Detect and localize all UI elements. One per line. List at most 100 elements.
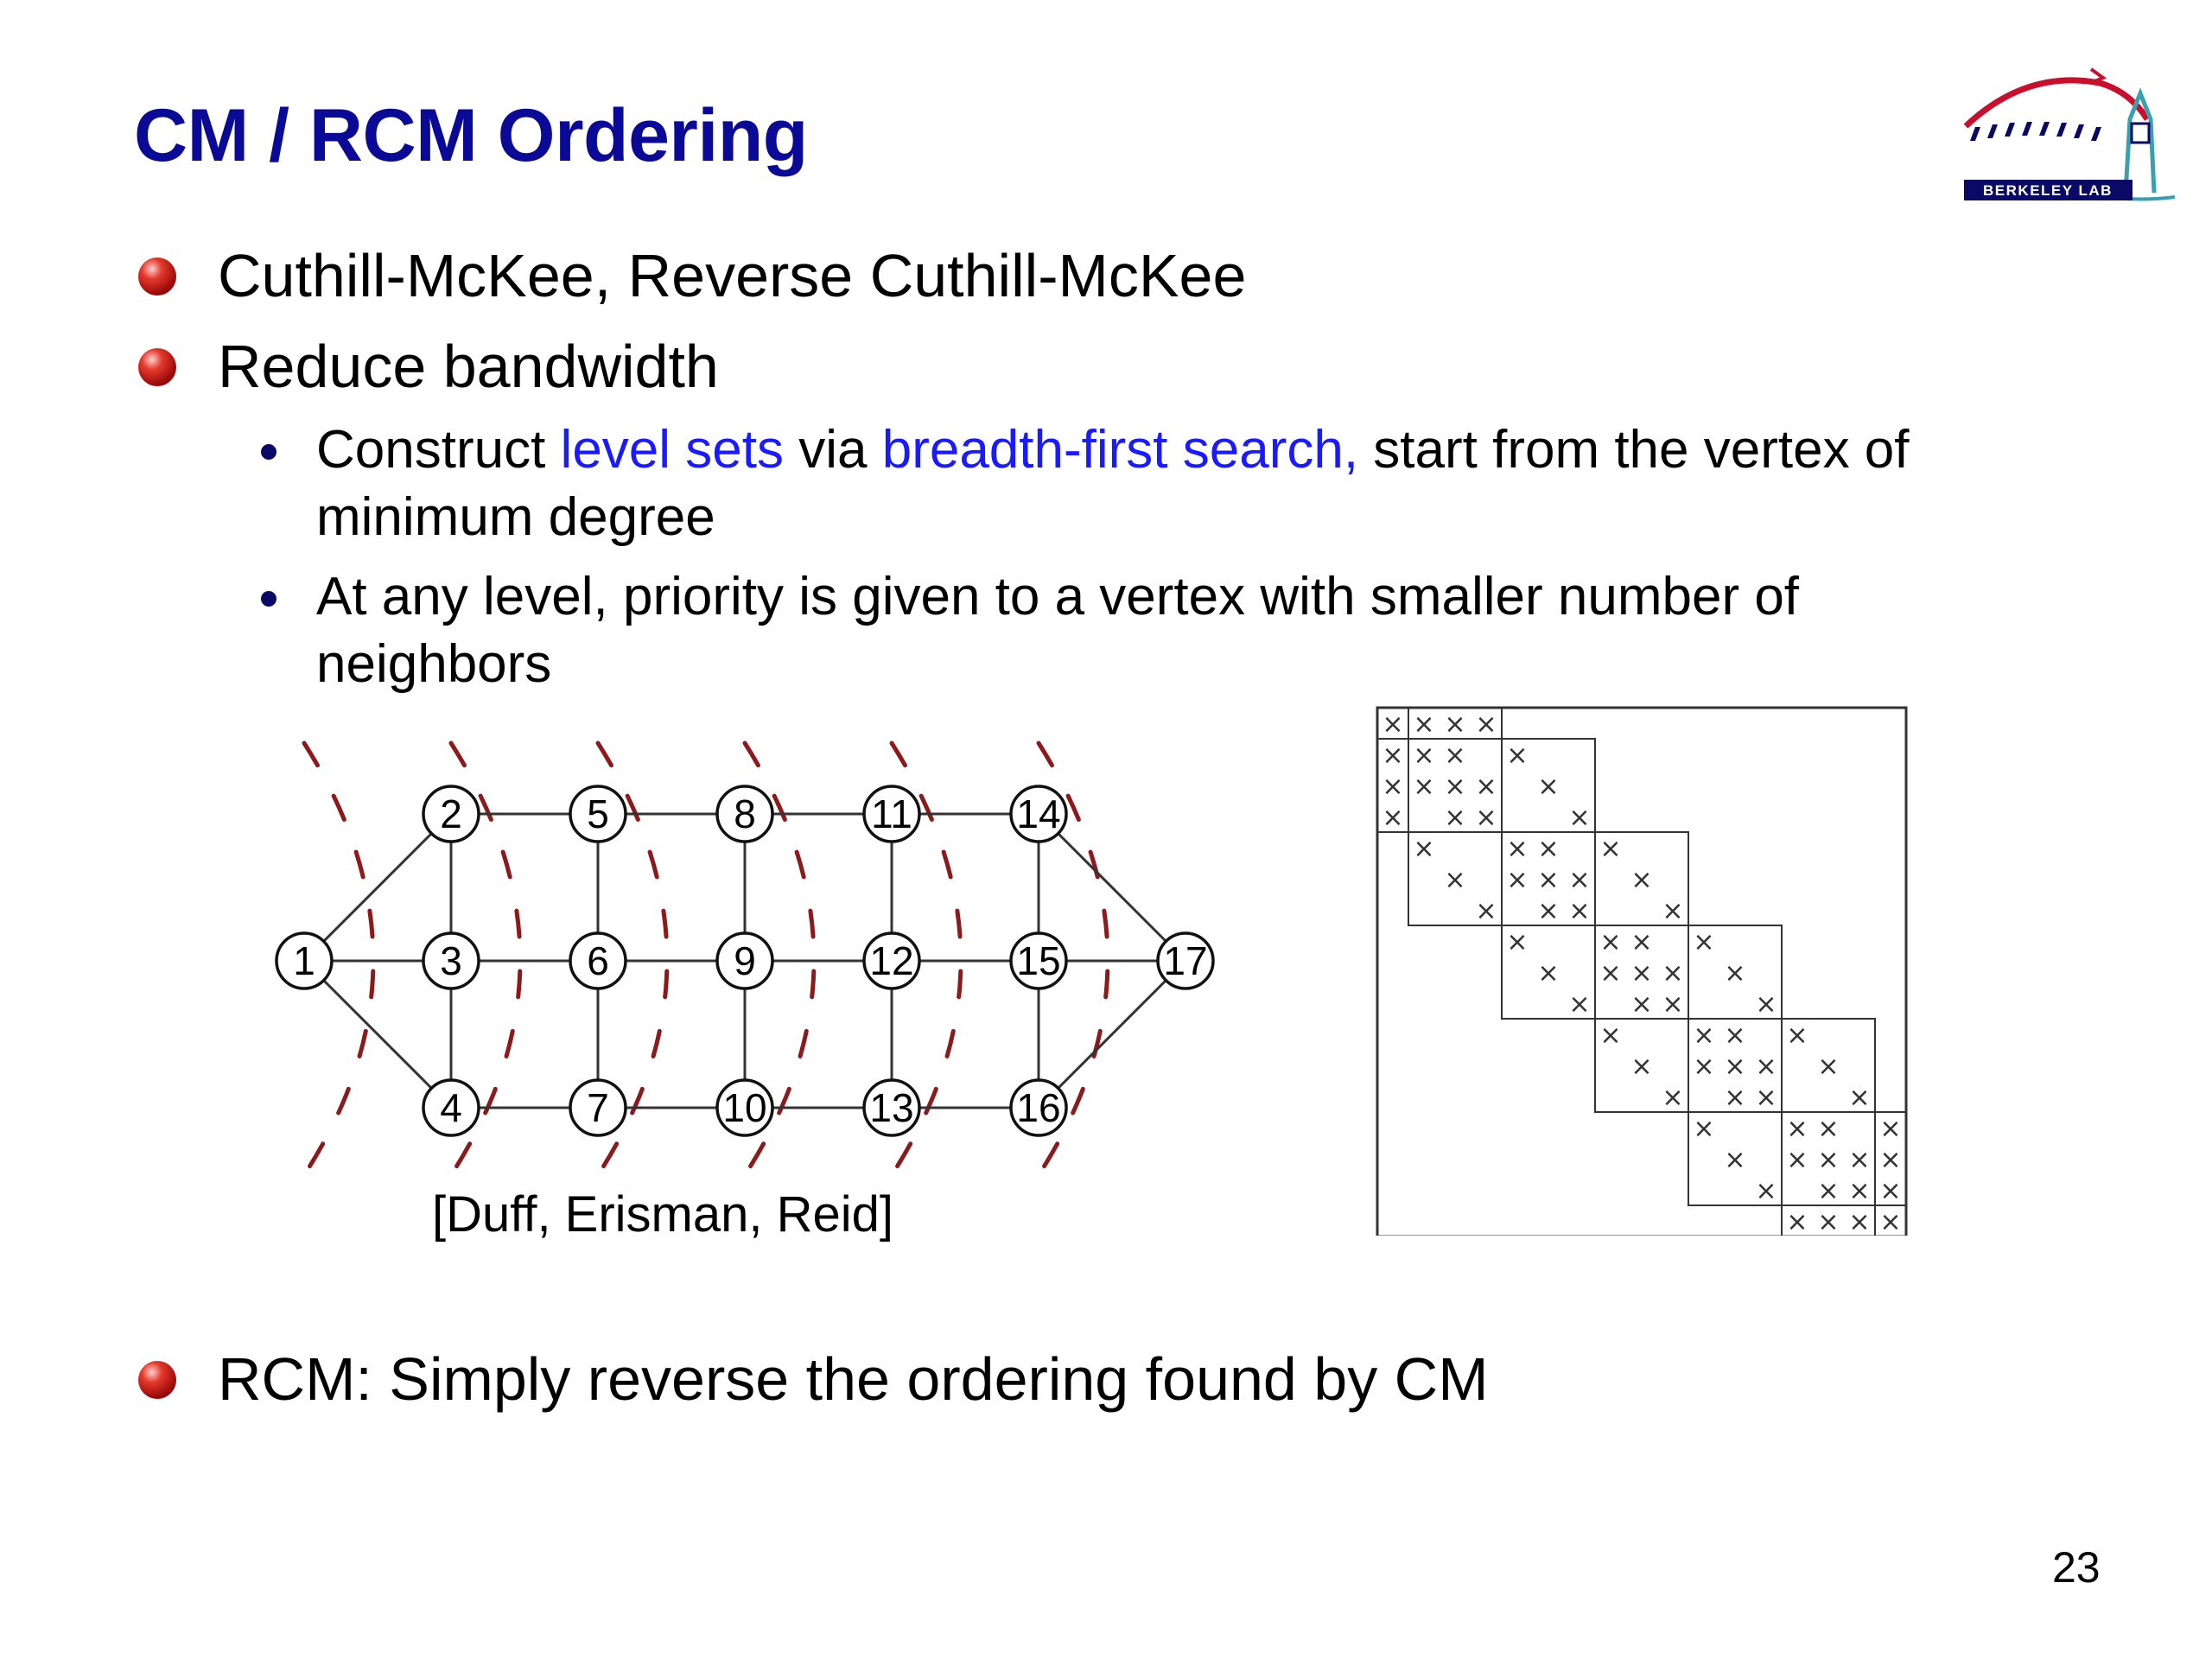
nonzero-marker: ×: [1879, 1176, 1901, 1206]
sub-bullet-level-sets: Construct level sets via breadth-first s…: [261, 416, 1989, 551]
nonzero-marker: ×: [1630, 989, 1652, 1020]
graph-node-17: 17: [1156, 931, 1215, 990]
node-label: 16: [1016, 1085, 1060, 1130]
nonzero-marker: ×: [1693, 1020, 1714, 1051]
nonzero-marker: ×: [1879, 1145, 1901, 1175]
nonzero-marker: ×: [1506, 865, 1528, 895]
nonzero-marker: ×: [1475, 709, 1497, 740]
graph-node-15: 15: [1009, 931, 1068, 990]
matrix-block: [1874, 1205, 1907, 1236]
nonzero-marker: ×: [1662, 896, 1683, 926]
nonzero-marker: ×: [1599, 927, 1621, 957]
graph-node-1: 1: [275, 931, 334, 990]
nonzero-marker: ×: [1537, 958, 1559, 988]
graph-edge: [302, 812, 453, 963]
nonzero-marker: ×: [1506, 834, 1528, 864]
matrix-nonzeros: ××××××××××××××××××××××××××××××××××××××××…: [1382, 709, 1901, 1236]
nonzero-marker: ×: [1817, 1176, 1839, 1206]
node-circle: [1009, 1078, 1068, 1137]
level-set-curve: [448, 741, 523, 1178]
nonzero-marker: ×: [1599, 958, 1621, 988]
nonzero-marker: ×: [1724, 1020, 1745, 1051]
nonzero-marker: ×: [1382, 741, 1403, 771]
nonzero-marker: ×: [1413, 709, 1434, 740]
figure-caption: [Duff, Erisman, Reid]: [432, 1186, 894, 1243]
nonzero-marker: ×: [1755, 1052, 1777, 1082]
bullet-reduce-bandwidth: Reduce bandwidth: [138, 331, 719, 402]
node-circle: [275, 931, 334, 990]
nonzero-marker: ×: [1724, 1083, 1745, 1113]
node-circle: [569, 1078, 627, 1137]
node-label: 2: [440, 791, 462, 836]
nonzero-marker: ×: [1755, 1176, 1777, 1206]
sub-bullet-text: At any level, priority is given to a ver…: [316, 567, 1800, 694]
nonzero-marker: ×: [1879, 1207, 1901, 1236]
node-circle: [422, 1078, 480, 1137]
node-circle: [862, 931, 921, 990]
nonzero-marker: ×: [1786, 1145, 1808, 1175]
highlight-level-sets: level sets: [560, 420, 784, 480]
bullet-text: Cuthill-McKee, Reverse Cuthill-McKee: [218, 242, 1247, 309]
nonzero-marker: ×: [1755, 989, 1777, 1020]
graph-node-2: 2: [422, 785, 480, 843]
nonzero-marker: ×: [1506, 741, 1528, 771]
nonzero-marker: ×: [1599, 834, 1621, 864]
nonzero-marker: ×: [1693, 927, 1714, 957]
red-ball-bullet-icon: [138, 257, 176, 296]
nonzero-marker: ×: [1724, 1145, 1745, 1175]
node-circle: [422, 931, 480, 990]
nonzero-marker: ×: [1630, 927, 1652, 957]
nonzero-marker: ×: [1444, 772, 1465, 802]
dot-bullet-icon: [261, 444, 276, 460]
level-set-curve: [1036, 741, 1110, 1178]
logo-text: BERKELEY LAB: [1983, 182, 2113, 199]
sub-bullet-priority: At any level, priority is given to a ver…: [261, 563, 1989, 698]
nonzero-marker: ×: [1568, 896, 1590, 926]
node-circle: [862, 785, 921, 843]
level-set-curve: [302, 741, 376, 1178]
berkeley-lab-logo: BERKELEY LAB: [1963, 67, 2176, 201]
node-label: 15: [1016, 938, 1060, 983]
graph-node-10: 10: [715, 1078, 774, 1137]
nonzero-marker: ×: [1817, 1114, 1839, 1144]
graph-node-4: 4: [422, 1078, 480, 1137]
nonzero-marker: ×: [1662, 958, 1683, 988]
node-label: 8: [734, 791, 756, 836]
bullet-text: Reduce bandwidth: [218, 333, 719, 400]
nonzero-marker: ×: [1848, 1083, 1870, 1113]
node-label: 6: [587, 938, 609, 983]
nonzero-marker: ×: [1662, 1083, 1683, 1113]
matrix-blocks: [1376, 707, 1907, 1236]
nonzero-marker: ×: [1413, 834, 1434, 864]
nonzero-marker: ×: [1630, 958, 1652, 988]
nonzero-marker: ×: [1848, 1207, 1870, 1236]
nonzero-marker: ×: [1786, 1020, 1808, 1051]
graph-edge: [302, 959, 453, 1109]
graph-node-14: 14: [1009, 785, 1068, 843]
bullet-text: RCM: Simply reverse the ordering found b…: [218, 1345, 1489, 1413]
matrix-border: [1376, 706, 1908, 1236]
graph-node-8: 8: [715, 785, 774, 843]
node-circle: [715, 931, 774, 990]
node-label: 17: [1163, 938, 1207, 983]
nonzero-marker: ×: [1817, 1207, 1839, 1236]
nonzero-marker: ×: [1599, 1020, 1621, 1051]
node-circle: [715, 1078, 774, 1137]
nonzero-marker: ×: [1630, 1052, 1652, 1082]
nonzero-marker: ×: [1693, 1114, 1714, 1144]
nonzero-marker: ×: [1693, 1052, 1714, 1082]
nonzero-marker: ×: [1537, 772, 1559, 802]
nonzero-marker: ×: [1413, 741, 1434, 771]
node-circle: [1009, 785, 1068, 843]
sub-bullet-text: Construct level sets via breadth-first s…: [316, 420, 1910, 547]
node-label: 13: [869, 1085, 913, 1130]
node-circle: [569, 785, 627, 843]
node-label: 11: [871, 791, 912, 836]
level-set-curve: [889, 741, 963, 1178]
node-label: 12: [869, 938, 913, 983]
nonzero-marker: ×: [1444, 741, 1465, 771]
bullet-rcm: RCM: Simply reverse the ordering found b…: [138, 1344, 1489, 1414]
nonzero-marker: ×: [1382, 803, 1403, 833]
nonzero-marker: ×: [1413, 772, 1434, 802]
graph-node-16: 16: [1009, 1078, 1068, 1137]
